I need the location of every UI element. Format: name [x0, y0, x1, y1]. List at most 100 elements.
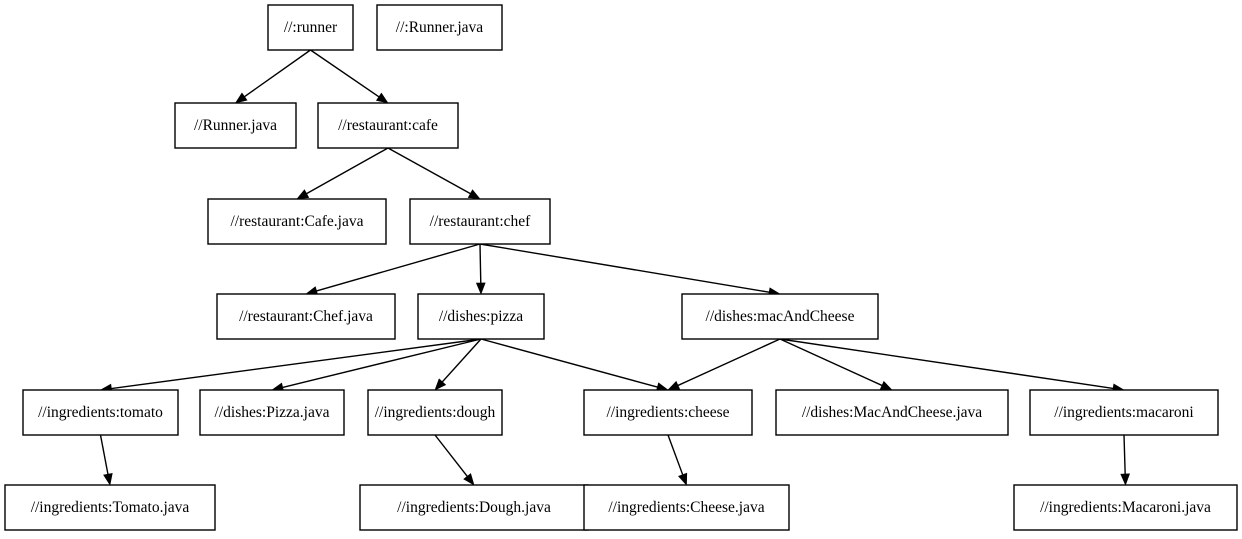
graph-edge [667, 434, 688, 486]
edge-line [441, 338, 482, 383]
edge-arrowhead [296, 189, 310, 200]
node-box[interactable] [583, 484, 790, 531]
node-box[interactable] [207, 198, 387, 245]
graph-edge [234, 49, 311, 104]
graph-edge [271, 338, 482, 393]
edge-line [99, 434, 109, 475]
edge-arrowhead [678, 472, 688, 486]
node-box[interactable] [1013, 484, 1238, 531]
graph-node-cafe_java[interactable]: //restaurant:Cafe.java [207, 198, 387, 245]
node-box[interactable] [199, 389, 345, 436]
node-label: //ingredients:tomato [38, 404, 163, 421]
graph-edge [296, 147, 389, 200]
graph-node-macandcheese_java[interactable]: //dishes:MacAndCheese.java [775, 389, 1009, 436]
edge-arrowhead [475, 282, 486, 295]
edge-line [779, 338, 883, 387]
edge-arrowhead [463, 473, 475, 486]
graph-node-pizza_java[interactable]: //dishes:Pizza.java [199, 389, 345, 436]
edge-line [480, 338, 658, 388]
edge-line [387, 147, 471, 195]
graph-node-chef[interactable]: //restaurant:chef [409, 198, 551, 245]
graph-edge [305, 243, 481, 296]
node-box[interactable] [681, 293, 879, 340]
edge-line [316, 243, 481, 292]
node-label: //dishes:MacAndCheese.java [802, 404, 982, 421]
node-label: //dishes:pizza [439, 308, 523, 325]
edge-arrowhead [375, 92, 389, 104]
graph-node-root_runner_java[interactable]: //:Runner.java [376, 4, 503, 51]
node-label: //restaurant:chef [430, 213, 532, 230]
graph-node-tomato[interactable]: //ingredients:tomato [22, 389, 179, 436]
node-box[interactable] [409, 198, 551, 245]
graph-edge [310, 49, 389, 104]
node-box[interactable] [376, 4, 503, 51]
node-box[interactable] [367, 389, 503, 436]
node-label: //ingredients:macaroni [1054, 404, 1194, 421]
node-box[interactable] [174, 102, 297, 149]
graph-node-cheese_java[interactable]: //ingredients:Cheese.java [583, 484, 790, 531]
node-box[interactable] [216, 293, 396, 340]
node-label: //:Runner.java [396, 19, 484, 36]
node-box[interactable] [775, 389, 1009, 436]
edge-line [111, 338, 482, 390]
edge-line [479, 243, 482, 284]
node-box[interactable] [1029, 389, 1219, 436]
node-label: //restaurant:Chef.java [239, 308, 373, 325]
node-label: //ingredients:dough [375, 404, 496, 421]
edge-line [434, 434, 468, 477]
graph-node-chef_java[interactable]: //restaurant:Chef.java [216, 293, 396, 340]
node-box[interactable] [4, 484, 216, 531]
graph-node-runner_java[interactable]: //Runner.java [174, 102, 297, 149]
nodes-layer: //:runner //:Runner.java //Runner.java //re… [4, 4, 1238, 531]
node-label: //dishes:Pizza.java [215, 404, 330, 421]
graph-edge [479, 243, 781, 297]
node-box[interactable] [267, 4, 354, 51]
node-box[interactable] [22, 389, 179, 436]
node-label: //restaurant:Cafe.java [231, 213, 364, 230]
edge-line [677, 338, 781, 387]
node-box[interactable] [417, 293, 545, 340]
graph-edge [434, 434, 475, 486]
edge-line [479, 243, 770, 293]
node-label: //ingredients:Macaroni.java [1040, 499, 1211, 516]
node-label: //ingredients:Cheese.java [608, 499, 764, 516]
edges-layer [99, 49, 1131, 486]
graph-node-cafe[interactable]: //restaurant:cafe [317, 102, 459, 149]
edge-arrowhead [234, 92, 248, 104]
graph-node-dough_java[interactable]: //ingredients:Dough.java [359, 484, 589, 531]
edge-line [1123, 434, 1126, 475]
graph-edge [434, 338, 482, 391]
graph-edge [387, 147, 481, 200]
edge-arrowhead [467, 189, 481, 200]
graph-node-pizza[interactable]: //dishes:pizza [417, 293, 545, 340]
edge-arrowhead [103, 472, 113, 486]
graph-node-macaroni_java[interactable]: //ingredients:Macaroni.java [1013, 484, 1238, 531]
graph-edge [779, 338, 1125, 394]
edge-arrowhead [434, 378, 447, 391]
node-box[interactable] [317, 102, 459, 149]
graph-node-macaroni[interactable]: //ingredients:macaroni [1029, 389, 1219, 436]
node-label: //:runner [284, 19, 338, 36]
edge-line [244, 49, 311, 98]
edge-line [667, 434, 684, 475]
edge-line [282, 338, 482, 389]
node-label: //ingredients:Dough.java [397, 499, 551, 516]
edge-line [306, 147, 389, 195]
graph-node-tomato_java[interactable]: //ingredients:Tomato.java [4, 484, 216, 531]
edge-line [310, 49, 380, 98]
graph-node-macandcheese[interactable]: //dishes:macAndCheese [681, 293, 879, 340]
edge-arrowhead [667, 380, 681, 391]
graph-node-runner[interactable]: //:runner [267, 4, 354, 51]
node-label: //Runner.java [194, 117, 277, 134]
edge-arrowhead [1120, 473, 1131, 486]
edge-line [779, 338, 1114, 390]
graph-edge [99, 434, 113, 486]
node-label: //restaurant:cafe [338, 117, 438, 134]
node-label: //dishes:macAndCheese [706, 308, 855, 325]
graph-edge [667, 338, 781, 391]
graph-node-dough[interactable]: //ingredients:dough [367, 389, 503, 436]
node-box[interactable] [583, 389, 753, 436]
graph-node-cheese[interactable]: //ingredients:cheese [583, 389, 753, 436]
